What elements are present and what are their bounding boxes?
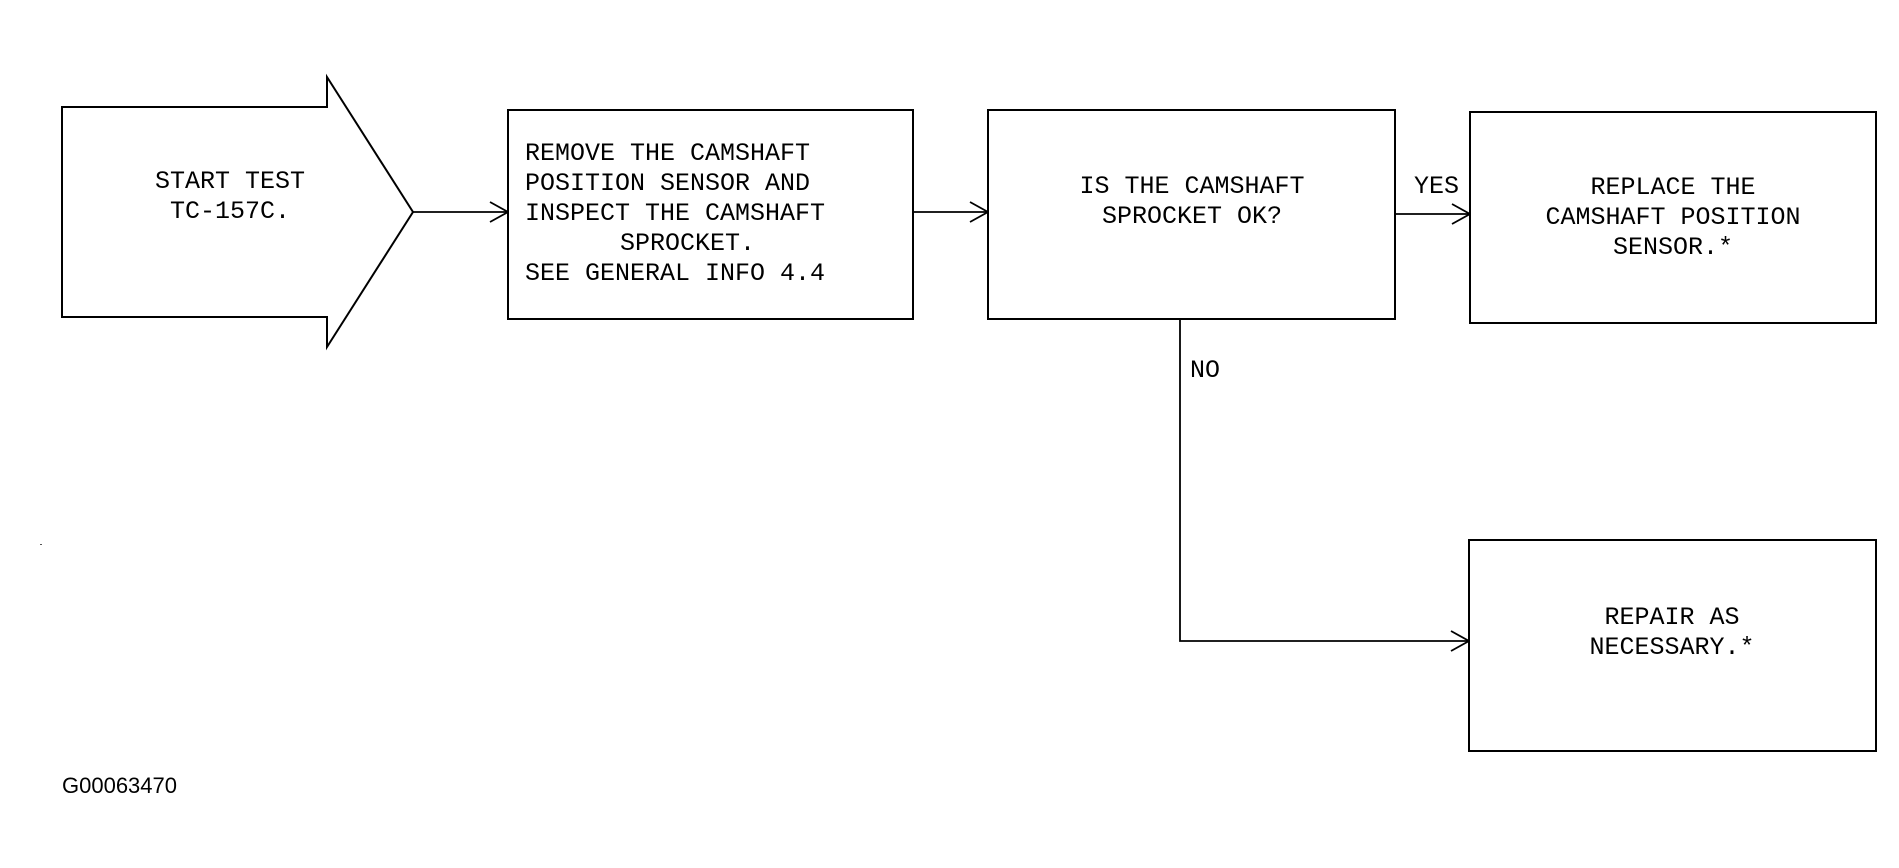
yes-label: YES: [1414, 172, 1459, 201]
decision-line-2: SPROCKET OK?: [1102, 202, 1282, 231]
step1-line-1: REMOVE THE CAMSHAFT: [525, 139, 810, 168]
step1-line-2: POSITION SENSOR AND: [525, 169, 810, 198]
no-result-line-1: REPAIR AS: [1604, 603, 1739, 632]
connector-no: NO: [1179, 319, 1471, 652]
stray-mark: [40, 544, 42, 545]
decision-line-1: IS THE CAMSHAFT: [1079, 172, 1304, 201]
no-label: NO: [1190, 356, 1220, 385]
decision-sprocket-ok-box: IS THE CAMSHAFT SPROCKET OK?: [987, 109, 1396, 320]
yes-result-line-3: SENSOR.*: [1613, 233, 1733, 262]
yes-result-line-2: CAMSHAFT POSITION: [1545, 203, 1800, 232]
yes-result-line-1: REPLACE THE: [1590, 173, 1755, 202]
connector-step1-to-decision: [913, 201, 990, 223]
step1-line-4: SPROCKET.: [620, 229, 755, 258]
no-result-line-2: NECESSARY.*: [1589, 633, 1754, 662]
step1-line-3: INSPECT THE CAMSHAFT: [525, 199, 825, 228]
start-test-arrow: START TEST TC-157C.: [61, 73, 415, 351]
connector-yes: YES: [1395, 172, 1472, 225]
start-text-line-1: START TEST: [155, 167, 305, 196]
figure-id: G00063470: [62, 773, 177, 798]
step-remove-sensor-box: REMOVE THE CAMSHAFT POSITION SENSOR AND …: [507, 109, 914, 320]
replace-sensor-box: REPLACE THE CAMSHAFT POSITION SENSOR.*: [1469, 111, 1877, 324]
start-text-line-2: TC-157C.: [170, 197, 290, 226]
repair-as-necessary-box: REPAIR AS NECESSARY.*: [1468, 539, 1877, 752]
step1-line-5: SEE GENERAL INFO 4.4: [525, 259, 825, 288]
connector-start-to-step1: [413, 201, 510, 223]
